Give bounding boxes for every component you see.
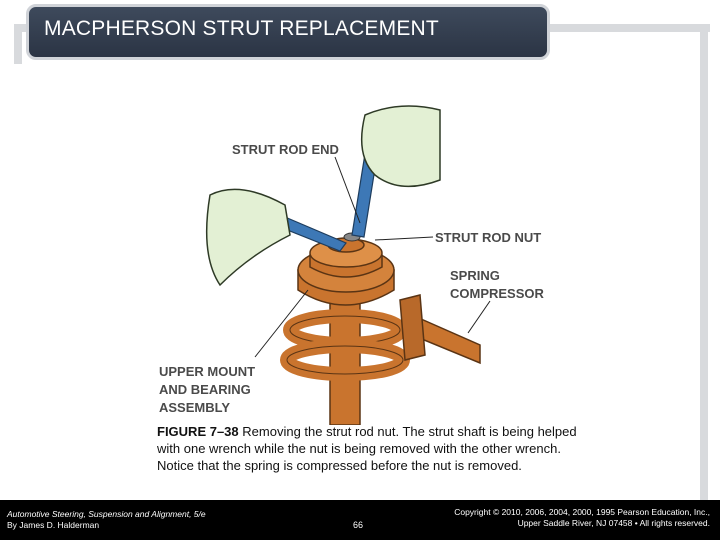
footer-copyright: Copyright © 2010, 2006, 2004, 2000, 1995… — [454, 507, 710, 529]
strut-drawing — [205, 105, 491, 426]
footer-citation: Automotive Steering, Suspension and Alig… — [7, 509, 206, 531]
spring-coil-outline — [286, 345, 404, 375]
leader-rod-end — [334, 156, 361, 224]
frame-line-right — [700, 24, 708, 500]
label-upper-mount-line1: UPPER MOUNT — [159, 364, 256, 379]
label-spring-compressor-line2: COMPRESSOR — [450, 286, 544, 301]
label-strut-rod-end: STRUT ROD END — [232, 142, 339, 157]
hand-lower — [205, 188, 291, 287]
label-upper-mount-line3: ASSEMBLY — [159, 400, 231, 415]
copyright-line-1: Copyright © 2010, 2006, 2004, 2000, 1995… — [454, 507, 710, 517]
figure-caption: FIGURE 7–38 Removing the strut rod nut. … — [157, 423, 577, 474]
label-strut-rod-nut: STRUT ROD NUT — [435, 230, 542, 245]
leader-compressor — [467, 300, 491, 334]
footer-author: By James D. Halderman — [7, 520, 100, 530]
slide-title: MACPHERSON STRUT REPLACEMENT — [44, 17, 439, 40]
footer-book-title: Automotive Steering, Suspension and Alig… — [7, 509, 206, 519]
caption-text: Removing the strut rod nut. The strut sh… — [157, 424, 577, 473]
label-upper-mount-line2: AND BEARING — [159, 382, 251, 397]
leader-upper-mount — [254, 289, 309, 358]
label-spring-compressor-line1: SPRING — [450, 268, 500, 283]
figure-number: FIGURE 7–38 — [157, 424, 239, 439]
strut-illustration: STRUT ROD END STRUT ROD NUT SPRING COMPR… — [150, 95, 570, 426]
leader-rod-nut — [374, 236, 434, 241]
compressor-jaw — [399, 294, 426, 361]
copyright-line-2: Upper Saddle River, NJ 07458 • All right… — [517, 518, 710, 528]
page-number: 66 — [353, 520, 364, 530]
frame-line-left — [14, 24, 22, 64]
footer-bar: Automotive Steering, Suspension and Alig… — [0, 500, 720, 540]
hand-upper — [360, 105, 441, 188]
title-tab — [26, 4, 550, 60]
